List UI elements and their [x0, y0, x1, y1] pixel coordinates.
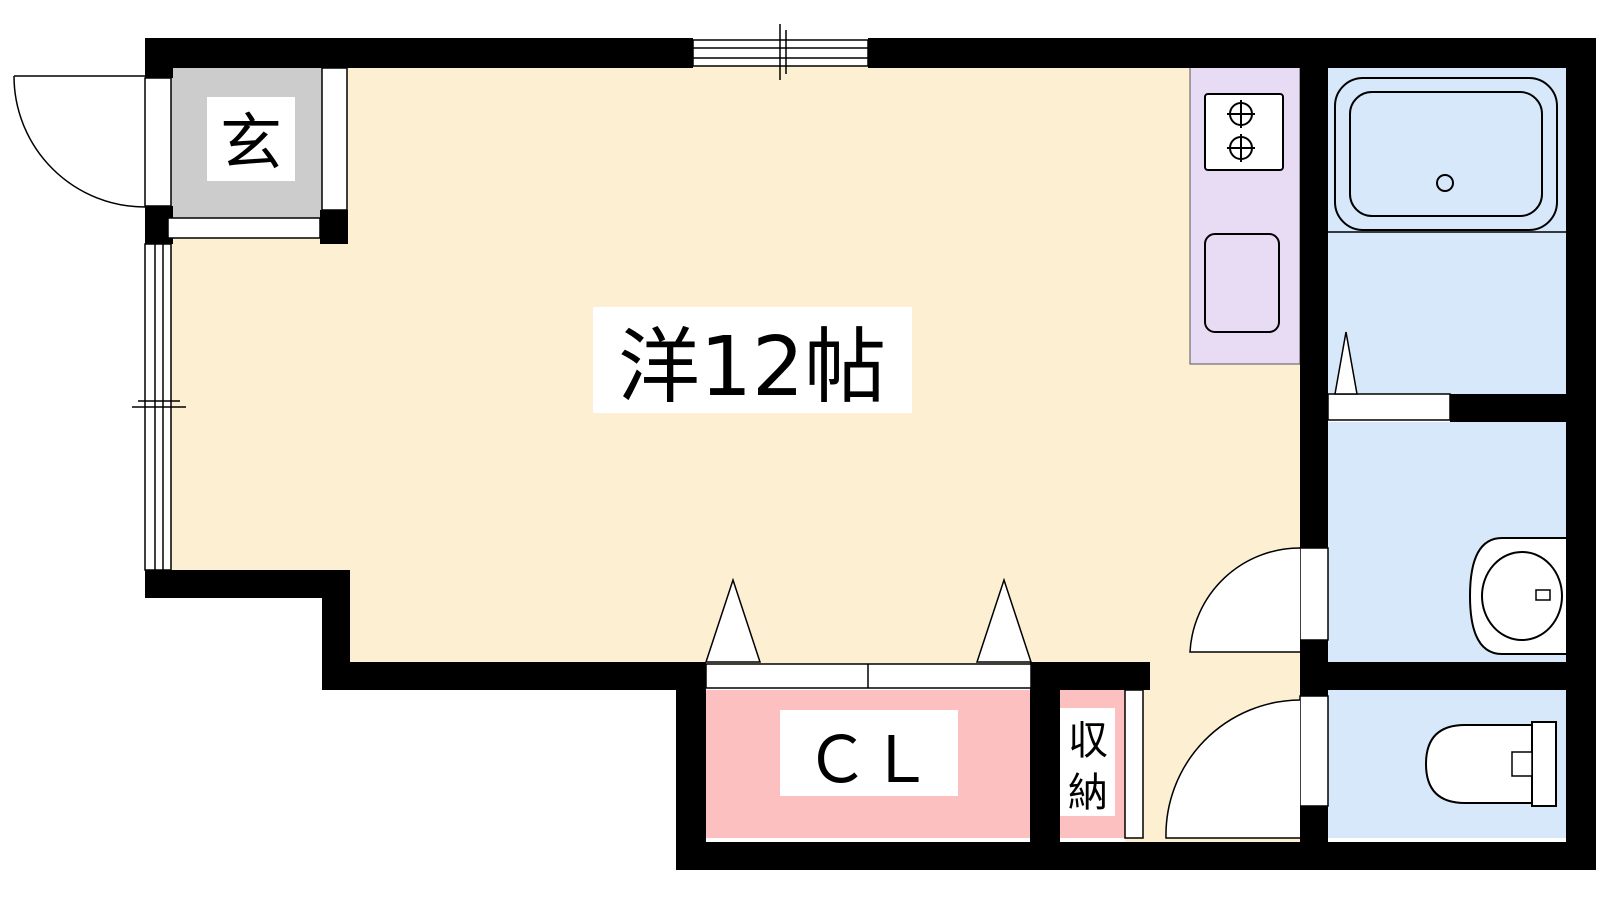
storage-label: 収 納 — [1060, 708, 1115, 816]
door-swing-icon — [1189, 547, 1329, 653]
window-icon — [692, 24, 869, 80]
toilet-icon — [1424, 721, 1557, 807]
door-swing-icon — [1165, 695, 1329, 839]
storage-label-line2: 納 — [1068, 770, 1108, 816]
main-room-label: 洋12帖 — [593, 307, 912, 415]
storage-label-line1: 収 — [1068, 718, 1108, 764]
walls — [145, 38, 1596, 870]
closet-label-text: ＣＬ — [805, 724, 933, 798]
entrance-shoe-box — [321, 67, 348, 211]
main-room-label-text: 洋12帖 — [618, 320, 886, 415]
washbasin-icon — [1468, 537, 1566, 655]
door-swing-icon — [13, 75, 172, 208]
sink-icon — [1204, 233, 1280, 333]
entrance-step — [167, 217, 321, 239]
bathtub-icon — [1334, 77, 1558, 231]
entrance-label-text: 玄 — [220, 106, 282, 179]
closet-doors — [704, 577, 1033, 689]
entrance-label: 玄 — [207, 97, 295, 181]
stove-icon — [1204, 93, 1284, 171]
closet-label: ＣＬ — [780, 710, 958, 798]
window-icon — [132, 243, 186, 571]
storage-door — [1124, 689, 1144, 839]
bath-door — [1327, 331, 1451, 421]
